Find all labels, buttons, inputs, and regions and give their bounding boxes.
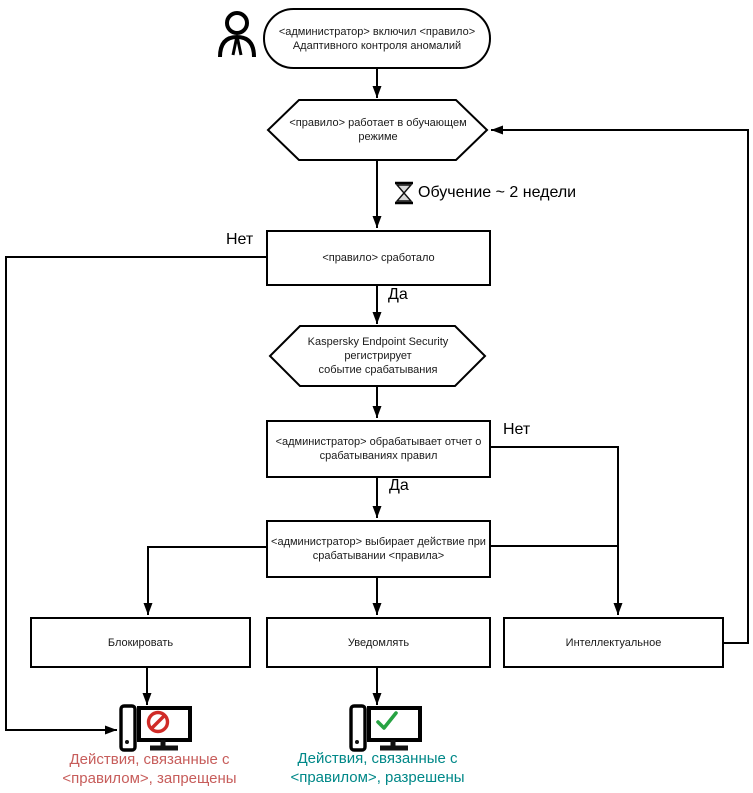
action-block-text: Блокировать: [107, 636, 174, 649]
triggered-no-label: Нет: [226, 231, 254, 248]
admin-action-node: <администратор> выбирает действие при ср…: [266, 520, 491, 578]
result-allowed-line2: <правилом>, разрешены: [290, 769, 465, 786]
edge-triggered-no-loop: [5, 256, 266, 735]
user-icon: [218, 11, 256, 58]
action-smart-text: Интеллектуальное: [565, 636, 662, 649]
admin-report-text-line2: срабатываниях правил: [319, 450, 438, 462]
admin-report-node: <администратор> обрабатывает отчет о сра…: [266, 420, 491, 478]
start-node-text-line2: Адаптивного контроля аномалий: [292, 39, 462, 52]
learning-mode-text-line1: <правило> работает в обучающем: [289, 117, 467, 129]
admin-report-text-line1: <администратор> обрабатывает отчет о: [275, 436, 482, 448]
learning-mode-node: <правило> работает в обучающем режиме: [278, 101, 478, 159]
kes-registers-text-line1: Kaspersky Endpoint Security регистрирует: [307, 336, 449, 362]
kes-registers-node: Kaspersky Endpoint Security регистрирует…: [280, 327, 476, 385]
result-denied-line1: Действия, связанные с: [69, 751, 230, 768]
training-period-label: Обучение ~ 2 недели: [418, 184, 577, 201]
edge-report-no: [491, 446, 623, 615]
hourglass-icon: [395, 181, 413, 205]
report-yes-label: Да: [389, 477, 409, 494]
result-denied-line2: <правилом>, запрещены: [62, 770, 237, 787]
action-block-node: Блокировать: [30, 617, 251, 668]
result-denied-text: Действия, связанные с <правилом>, запрещ…: [37, 750, 262, 788]
admin-action-text-line1: <администратор> выбирает действие при: [271, 536, 486, 548]
action-smart-node: Интеллектуальное: [503, 617, 724, 668]
rule-triggered-node: <правило> сработало: [266, 230, 491, 286]
learning-mode-hexagon: [266, 99, 489, 161]
start-node: <администратор> включил <правило> Адапти…: [263, 8, 491, 69]
result-allowed-line1: Действия, связанные с: [297, 750, 458, 767]
triggered-yes-label: Да: [388, 286, 408, 303]
computer-blocked-icon: [119, 704, 192, 752]
action-notify-node: Уведомлять: [266, 617, 491, 668]
edge-action-to-block: [143, 546, 266, 615]
learning-mode-text-line2: режиме: [358, 131, 398, 143]
admin-action-text-line2: срабатывании <правила>: [312, 550, 445, 562]
prohibition-icon: [146, 710, 170, 734]
check-icon: [376, 711, 398, 730]
computer-allowed-icon: [349, 704, 422, 752]
edge-smart-feedback-loop: [491, 125, 749, 644]
action-notify-text: Уведомлять: [347, 636, 410, 649]
start-node-text-line1: <администратор> включил <правило>: [278, 25, 476, 38]
result-allowed-text: Действия, связанные с <правилом>, разреш…: [265, 749, 490, 787]
kes-registers-hexagon: [268, 325, 487, 387]
report-no-label: Нет: [503, 421, 531, 438]
rule-triggered-text: <правило> сработало: [322, 252, 435, 264]
kes-registers-text-line2: событие срабатывания: [318, 364, 438, 376]
